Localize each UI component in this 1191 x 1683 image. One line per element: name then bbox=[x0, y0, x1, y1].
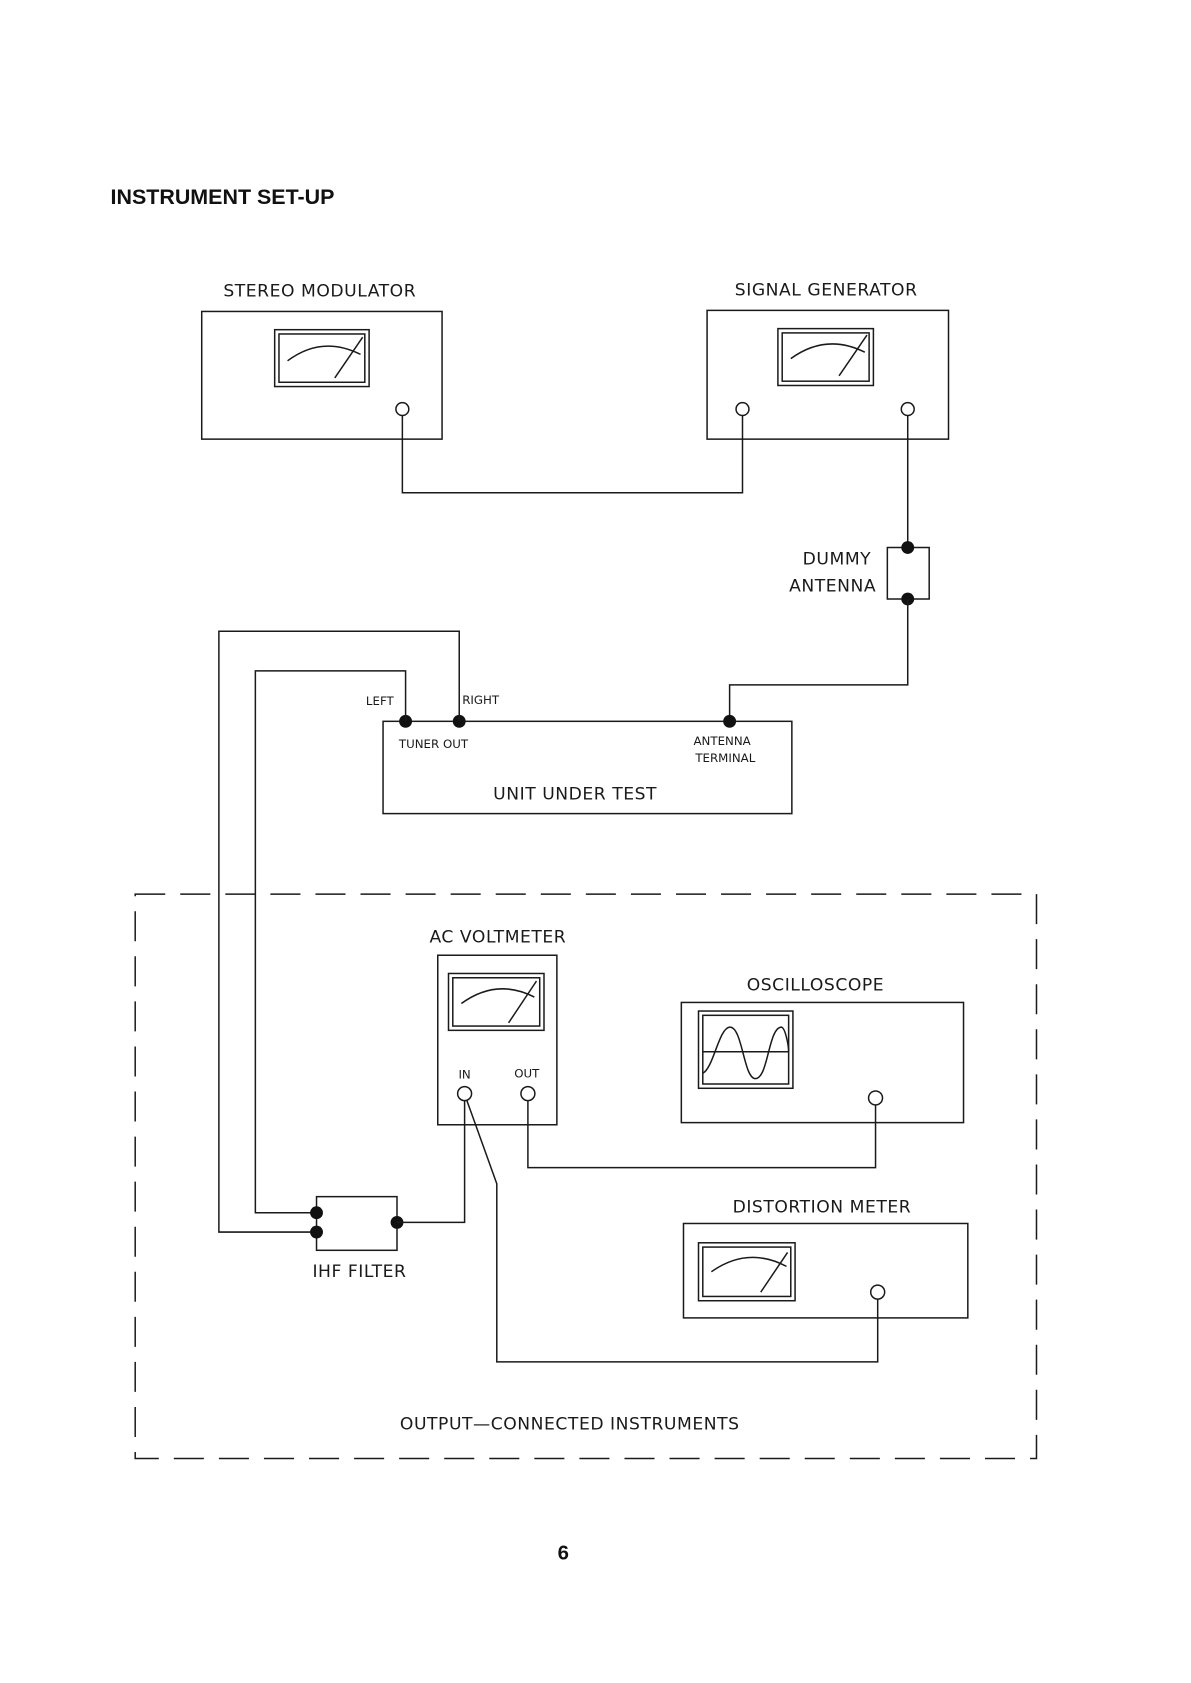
ac-voltmeter-in-jack bbox=[456, 1085, 473, 1102]
distortion-meter-input-jack bbox=[869, 1284, 886, 1300]
dummy-antenna-label-line1: DUMMY bbox=[803, 550, 872, 570]
page-number: 6 bbox=[558, 1542, 569, 1564]
unit-under-test-label: UNIT UNDER TEST bbox=[493, 785, 657, 805]
antenna-terminal-label-line1: ANTENNA bbox=[693, 734, 750, 748]
signal-generator: SIGNAL GENERATOR bbox=[706, 280, 950, 440]
ihf-filter-right-input-terminal bbox=[310, 1225, 323, 1239]
ac-voltmeter-out-jack bbox=[520, 1085, 536, 1102]
stereo-modulator-output-jack bbox=[395, 401, 410, 417]
dummy-antenna-to-uut-cable bbox=[728, 599, 909, 722]
waveform-screen-icon bbox=[697, 1010, 794, 1090]
distortion-meter: DISTORTION METER bbox=[682, 1198, 969, 1319]
ihf-filter-left-input-terminal bbox=[310, 1206, 323, 1220]
ihf-filter: IHF FILTER bbox=[310, 1195, 406, 1282]
signal-generator-mod-input-jack bbox=[735, 401, 750, 417]
oscilloscope-input-jack bbox=[867, 1090, 884, 1106]
output-connected-instruments-group bbox=[134, 893, 1038, 1460]
ihf-filter-to-voltmeter-cable bbox=[396, 1100, 466, 1224]
distortion-meter-label: DISTORTION METER bbox=[733, 1198, 912, 1218]
dummy-antenna-output-terminal bbox=[901, 592, 915, 606]
right-channel-label: RIGHT bbox=[462, 693, 500, 707]
ihf-filter-box bbox=[315, 1195, 398, 1252]
ac-voltmeter-in-label: IN bbox=[458, 1068, 470, 1082]
meter-icon bbox=[447, 972, 545, 1032]
page-title: INSTRUMENT SET-UP bbox=[111, 185, 335, 209]
signal-generator-label: SIGNAL GENERATOR bbox=[735, 280, 918, 300]
ihf-filter-label: IHF FILTER bbox=[312, 1262, 406, 1282]
unit-under-test-box bbox=[382, 720, 793, 815]
left-channel-cable bbox=[254, 670, 407, 1214]
modulator-to-generator-cable bbox=[401, 415, 744, 494]
right-channel-cable bbox=[218, 630, 460, 1233]
stereo-modulator: STEREO MODULATOR bbox=[200, 281, 443, 440]
tuner-out-label: TUNER OUT bbox=[398, 737, 469, 751]
left-channel-label: LEFT bbox=[366, 694, 395, 708]
meter-icon bbox=[777, 327, 875, 387]
voltmeter-to-distortion-meter-cable bbox=[466, 1099, 879, 1363]
ac-voltmeter: AC VOLTMETER IN OUT bbox=[429, 927, 566, 1126]
voltmeter-to-oscilloscope-cable bbox=[527, 1100, 877, 1169]
antenna-terminal bbox=[723, 714, 737, 728]
dummy-antenna: DUMMY ANTENNA bbox=[789, 541, 930, 606]
unit-under-test: UNIT UNDER TEST TUNER OUT LEFT RIGHT ANT… bbox=[366, 693, 793, 815]
signal-generator-rf-output-jack bbox=[900, 401, 915, 417]
dummy-antenna-input-terminal bbox=[901, 541, 915, 554]
dummy-antenna-box bbox=[886, 546, 930, 600]
dummy-antenna-label-line2: ANTENNA bbox=[789, 576, 876, 596]
output-connected-instruments-label: OUTPUT—CONNECTED INSTRUMENTS bbox=[400, 1414, 740, 1434]
oscilloscope-label: OSCILLOSCOPE bbox=[747, 976, 884, 996]
ac-voltmeter-label: AC VOLTMETER bbox=[429, 927, 566, 947]
meter-icon bbox=[273, 328, 370, 388]
ac-voltmeter-out-label: OUT bbox=[514, 1067, 540, 1081]
stereo-modulator-label: STEREO MODULATOR bbox=[223, 281, 416, 301]
oscilloscope: OSCILLOSCOPE bbox=[680, 976, 965, 1124]
meter-icon bbox=[697, 1242, 796, 1302]
antenna-terminal-label-line2: TERMINAL bbox=[694, 751, 755, 765]
